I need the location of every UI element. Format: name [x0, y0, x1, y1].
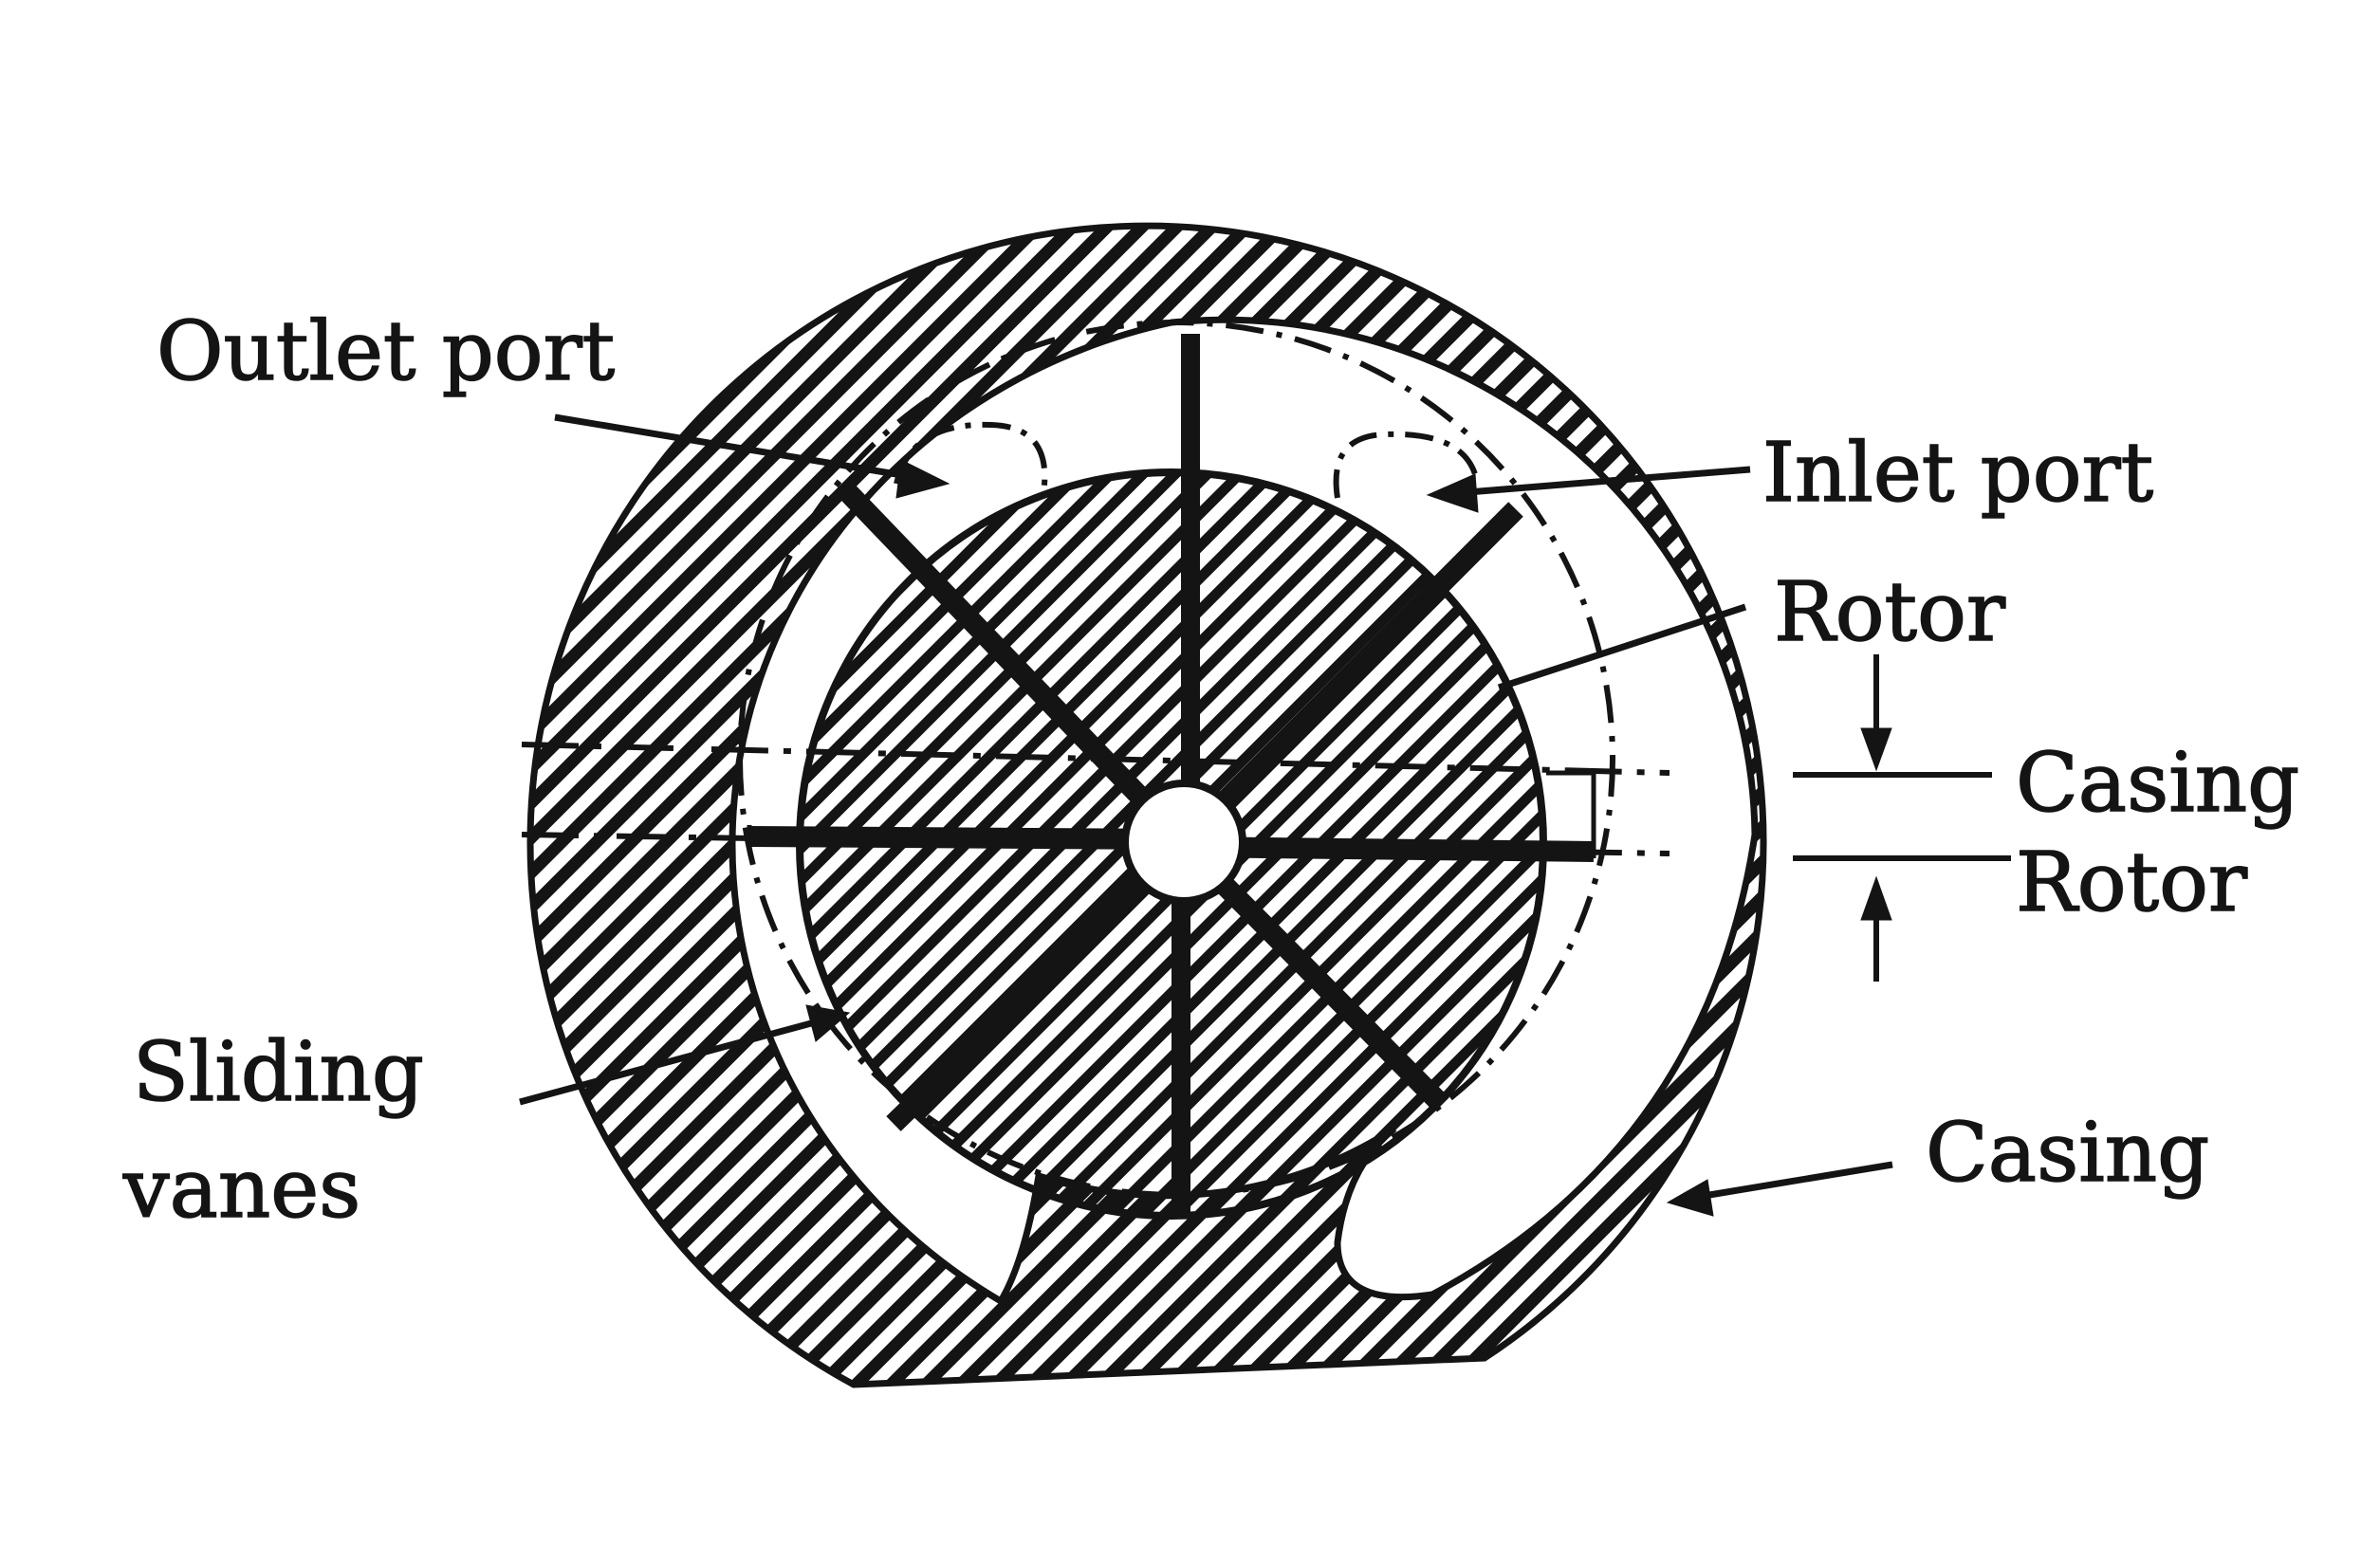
outlet-port-leader: [554, 413, 926, 483]
eccentricity-arrowhead-bottom: [1860, 875, 1892, 921]
rotor-shaft: [1121, 780, 1246, 905]
sliding-vanes-leader: [519, 1016, 826, 1106]
outlet-port-outline: [894, 421, 1048, 494]
right-vane-slot: [1546, 770, 1596, 858]
outlet-port-arrowhead: [895, 459, 950, 499]
rotor-mid-label: Rotor: [2016, 836, 2248, 930]
vane-left: [748, 826, 1182, 850]
casing-bottom-arrowhead: [1666, 1179, 1714, 1217]
inlet-port-outline: [1333, 431, 1478, 499]
casing-mid-label: Casing: [2016, 736, 2299, 831]
rotor-leader: [1497, 603, 1747, 691]
vane-lower-left: [886, 836, 1189, 1131]
casing-inner-outline: [729, 317, 1759, 1304]
inlet-port-leader: [1455, 466, 1751, 497]
vane-upper-right: [1176, 502, 1523, 850]
casing-bottom-leader: [1697, 1161, 1893, 1201]
sliding-label: Sliding: [133, 1025, 424, 1120]
inlet-port-arrowhead: [1426, 473, 1479, 513]
rotor-top-label: Rotor: [1774, 565, 2006, 660]
vane-right: [1183, 836, 1595, 862]
casing-bottom-label: Casing: [1926, 1106, 2209, 1201]
inlet-port-label: Inlet port: [1762, 426, 2153, 521]
vanes-label: vanes: [122, 1142, 360, 1237]
vane-upper-left: [837, 481, 1191, 850]
outlet-port-label: Outlet port: [157, 304, 615, 399]
leader-lines: [519, 413, 2011, 1217]
sliding-vanes-arrowhead: [805, 1004, 851, 1042]
eccentricity-arrowhead-top: [1860, 727, 1892, 772]
